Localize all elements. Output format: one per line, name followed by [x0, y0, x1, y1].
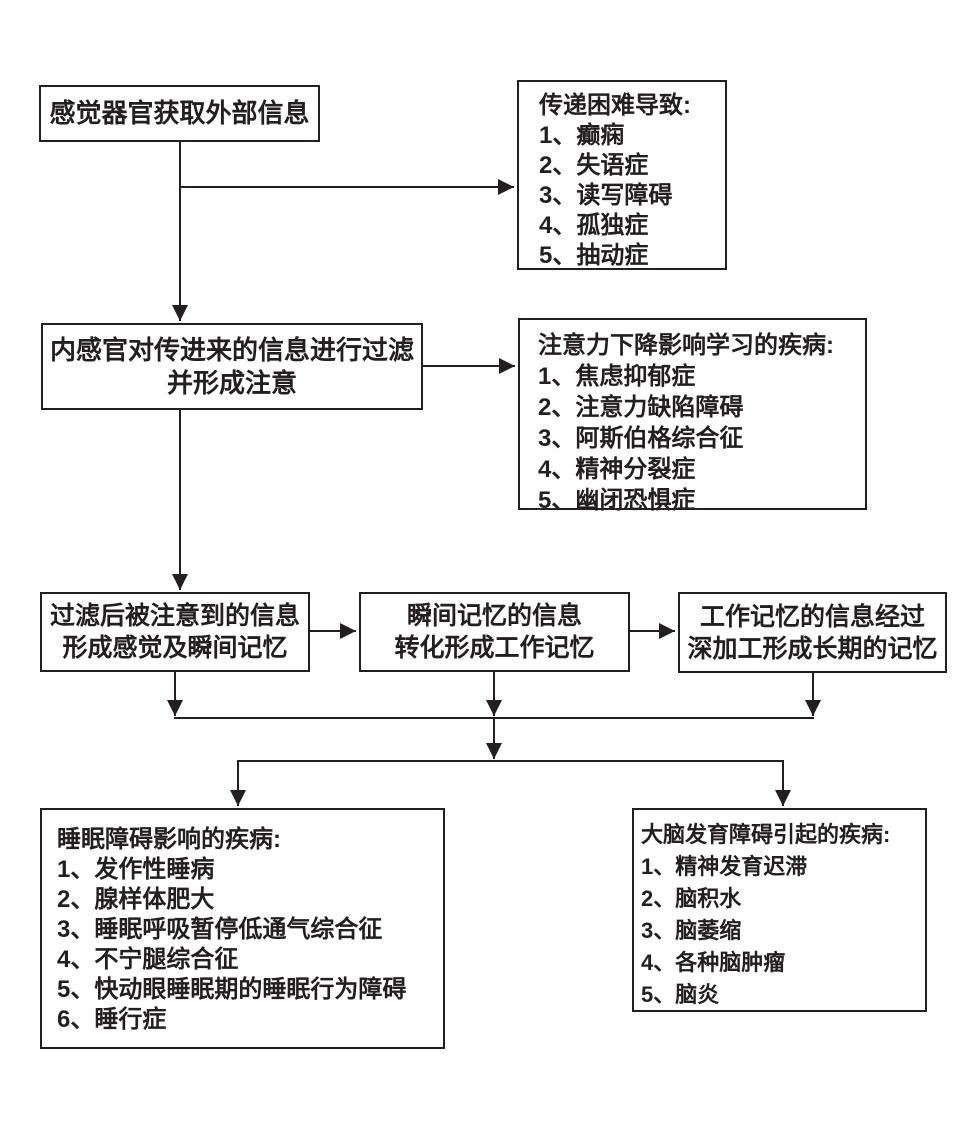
disease-item: 6、睡行症	[57, 1006, 167, 1033]
disease-list: 1、精神发育迟滞 2、脑积水 3、脑萎缩 4、各种脑肿瘤 5、脑炎	[641, 851, 921, 1011]
disease-item: 4、精神分裂症	[538, 456, 696, 483]
disease-item: 3、阿斯伯格综合征	[538, 425, 744, 452]
node-text-line: 感觉器官获取外部信息	[49, 98, 310, 128]
node-brain-development-diseases: 大脑发育障碍引起的疾病: 1、精神发育迟滞 2、脑积水 3、脑萎缩 4、各种脑肿瘤 5、…	[632, 808, 927, 1012]
disease-item: 5、快动眼睡眠期的睡眠行为障碍	[57, 976, 407, 1003]
disease-list: 1、癫痫 2、失语症 3、读写障碍 4、孤独症 5、抽动症	[539, 121, 719, 271]
node-title: 大脑发育障碍引起的疾病:	[641, 822, 891, 847]
node-text-line: 内感官对传进来的信息进行过滤	[49, 334, 414, 365]
disease-item: 1、精神发育迟滞	[641, 854, 808, 879]
disease-item: 3、脑萎缩	[641, 918, 742, 943]
node-transmission-difficulty-diseases: 传递困难导致: 1、癫痫 2、失语症 3、读写障碍 4、孤独症 5、抽动症	[517, 80, 727, 270]
node-longterm-memory: 工作记忆的信息经过深加工形成长期的记忆	[678, 592, 947, 673]
disease-item: 3、读写障碍	[539, 182, 673, 209]
node-sensory-input: 感觉器官获取外部信息	[39, 85, 320, 142]
node-title: 睡眠障碍影响的疾病:	[57, 826, 281, 853]
node-text-line: 深加工形成长期的记忆	[687, 634, 938, 663]
disease-item: 1、癫痫	[539, 122, 625, 149]
node-filter-attention: 内感官对传进来的信息进行过滤并形成注意	[41, 323, 423, 410]
disease-list: 1、焦虑抑郁症 2、注意力缺陷障碍 3、阿斯伯格综合征 4、精神分裂症 5、幽闭恐惧症	[538, 361, 859, 516]
node-text-line: 过滤后被注意到的信息	[49, 602, 300, 630]
disease-item: 4、不宁腿综合征	[57, 946, 239, 973]
node-title: 注意力下降影响学习的疾病:	[538, 332, 834, 359]
disease-item: 2、失语症	[539, 152, 649, 179]
disease-item: 1、焦虑抑郁症	[538, 363, 696, 390]
node-working-memory: 瞬间记忆的信息转化形成工作记忆	[359, 592, 630, 672]
node-text-line: 并形成注意	[166, 367, 297, 398]
node-text-line: 瞬间记忆的信息	[406, 602, 582, 630]
disease-item: 2、注意力缺陷障碍	[538, 394, 744, 421]
node-text-line: 转化形成工作记忆	[394, 634, 595, 662]
node-attention-decline-diseases: 注意力下降影响学习的疾病: 1、焦虑抑郁症 2、注意力缺陷障碍 3、阿斯伯格综合征 4…	[518, 318, 867, 514]
node-title: 传递困难导致:	[539, 92, 691, 119]
disease-item: 2、腺样体肥大	[57, 886, 215, 913]
node-text-line: 形成感觉及瞬间记忆	[62, 634, 288, 662]
disease-item: 3、睡眠呼吸暂停低通气综合征	[57, 916, 383, 943]
disease-item: 5、幽闭恐惧症	[538, 487, 696, 514]
disease-item: 5、脑炎	[641, 982, 720, 1007]
disease-item: 4、各种脑肿瘤	[641, 950, 786, 975]
node-text-line: 工作记忆的信息经过	[699, 602, 925, 631]
disease-item: 4、孤独症	[539, 212, 649, 239]
disease-item: 5、抽动症	[539, 242, 649, 269]
split-bar	[237, 760, 784, 806]
disease-list: 1、发作性睡病 2、腺样体肥大 3、睡眠呼吸暂停低通气综合征 4、不宁腿综合征 5、快动…	[57, 855, 437, 1035]
node-instant-memory: 过滤后被注意到的信息形成感觉及瞬间记忆	[40, 592, 310, 672]
disease-item: 2、脑积水	[641, 886, 742, 911]
disease-item: 1、发作性睡病	[57, 856, 215, 883]
node-sleep-disorder-diseases: 睡眠障碍影响的疾病: 1、发作性睡病 2、腺样体肥大 3、睡眠呼吸暂停低通气综合征 4…	[40, 808, 445, 1049]
